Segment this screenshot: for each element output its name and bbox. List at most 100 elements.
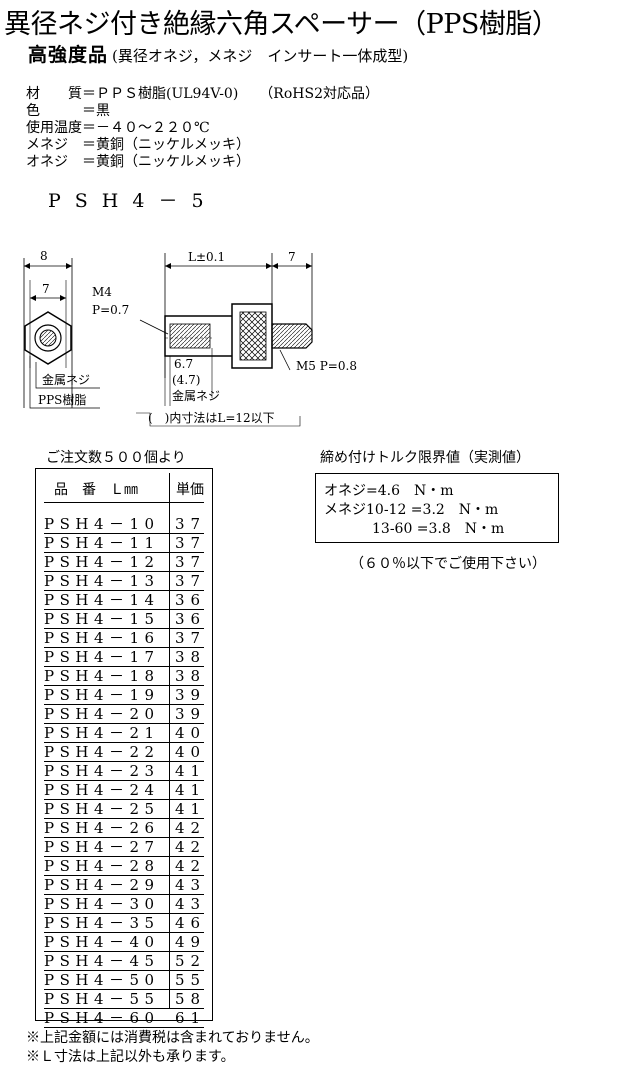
part-number: PSH4－11 <box>44 534 160 552</box>
unit-price: 49 <box>175 933 207 951</box>
technical-drawing: 8 7 金属ネジ PPS樹脂 L±0.1 7 M4 P=0.7 6.7 (4.7… <box>23 249 357 427</box>
table-row: PSH4－13 37 <box>44 572 204 591</box>
unit-price: 37 <box>175 572 207 590</box>
unit-price: 41 <box>175 762 207 780</box>
unit-price: 55 <box>175 971 207 989</box>
col-header-price: 単価 <box>176 482 204 498</box>
table-row: PSH4－11 37 <box>44 534 204 553</box>
column-divider <box>169 473 170 1008</box>
part-number: PSH4－18 <box>44 667 160 685</box>
dim-L: L±0.1 <box>188 250 225 264</box>
dim-4-7: (4.7) <box>172 373 200 387</box>
table-row: PSH4－21 40 <box>44 724 204 743</box>
part-number: PSH4－45 <box>44 952 160 970</box>
part-number: PSH4－20 <box>44 705 160 723</box>
unit-price: 39 <box>175 686 207 704</box>
unit-price: 43 <box>175 876 207 894</box>
dim-8: 8 <box>40 249 48 263</box>
part-number: PSH4－13 <box>44 572 160 590</box>
table-row: PSH4－29 43 <box>44 876 204 895</box>
spec-male-thread: オネジ＝黄銅（ニッケルメッキ） <box>26 154 250 170</box>
part-number: PSH4－24 <box>44 781 160 799</box>
torque-usage-note: （６０％以下でご使用下さい） <box>350 556 546 572</box>
table-row: PSH4－40 49 <box>44 933 204 952</box>
unit-price: 42 <box>175 838 207 856</box>
unit-price: 41 <box>175 781 207 799</box>
unit-price: 41 <box>175 800 207 818</box>
torque-title: 締め付けトルク限界値（実測値） <box>320 450 530 466</box>
spacer-side-view <box>136 253 313 427</box>
part-number: PSH4－21 <box>44 724 160 742</box>
header-divider <box>44 502 204 503</box>
part-number: PSH4－19 <box>44 686 160 704</box>
unit-price: 42 <box>175 857 207 875</box>
part-number: PSH4－27 <box>44 838 160 856</box>
table-row: PSH4－15 36 <box>44 610 204 629</box>
note-tax: ※上記金額には消費税は含まれておりません。 <box>26 1030 319 1046</box>
note-custom-length: ※Ｌ寸法は上記以外も承ります。 <box>26 1049 235 1065</box>
table-row: PSH4－10 37 <box>44 515 204 534</box>
dim-7-hex: 7 <box>42 282 50 296</box>
unit-price: 42 <box>175 819 207 837</box>
part-number: PSH4－16 <box>44 629 160 647</box>
part-number: PSH4－15 <box>44 610 160 628</box>
part-number: PSH4－29 <box>44 876 160 894</box>
label-pitch-m4: P=0.7 <box>92 303 129 317</box>
part-number: PSH4－23 <box>44 762 160 780</box>
table-row: PSH4－45 52 <box>44 952 204 971</box>
table-row: PSH4－27 42 <box>44 838 204 857</box>
part-number: PSH4－50 <box>44 971 160 989</box>
subtitle: 高強度品(異径オネジ，メネジ インサート一体成型) <box>28 40 408 67</box>
label-pps: PPS樹脂 <box>38 392 86 407</box>
label-metal-thread-2: 金属ネジ <box>172 388 220 403</box>
table-row: PSH4－22 40 <box>44 743 204 762</box>
unit-price: 40 <box>175 743 207 761</box>
spec-female-thread: メネジ＝黄銅（ニッケルメッキ） <box>26 137 250 153</box>
unit-price: 40 <box>175 724 207 742</box>
label-m5: M5 P=0.8 <box>296 359 357 373</box>
subtitle-main: 高強度品 <box>28 44 109 66</box>
table-row: PSH4－18 38 <box>44 667 204 686</box>
part-number: PSH4－40 <box>44 933 160 951</box>
order-quantity-title: ご注文数５００個より <box>46 450 186 466</box>
table-row: PSH4－23 41 <box>44 762 204 781</box>
col-header-part: 品 番 Ｌ㎜ <box>54 482 138 498</box>
model-number: PSH4－5 <box>48 190 218 212</box>
part-number: PSH4－22 <box>44 743 160 761</box>
table-row: PSH4－28 42 <box>44 857 204 876</box>
unit-price: 43 <box>175 895 207 913</box>
label-metal-thread: 金属ネジ <box>42 372 90 387</box>
unit-price: 37 <box>175 534 207 552</box>
part-number: PSH4－28 <box>44 857 160 875</box>
torque-male: オネジ=4.6 N・m <box>324 483 454 499</box>
torque-female-13-60: 13-60 =3.8 N・m <box>372 521 505 537</box>
part-number: PSH4－12 <box>44 553 160 571</box>
dim-7-thread: 7 <box>288 250 296 264</box>
unit-price: 39 <box>175 705 207 723</box>
part-number: PSH4－10 <box>44 515 160 533</box>
unit-price: 36 <box>175 591 207 609</box>
dim-6-7: 6.7 <box>174 357 193 371</box>
torque-female-10-12: メネジ10-12 =3.2 N・m <box>324 502 499 518</box>
inner-dim-note: ( )内寸法はL=12以下 <box>148 411 275 425</box>
unit-price: 36 <box>175 610 207 628</box>
unit-price: 37 <box>175 515 207 533</box>
table-row: PSH4－20 39 <box>44 705 204 724</box>
label-m4: M4 <box>92 285 112 299</box>
table-row: PSH4－19 39 <box>44 686 204 705</box>
part-number: PSH4－14 <box>44 591 160 609</box>
unit-price: 52 <box>175 952 207 970</box>
part-number: PSH4－35 <box>44 914 160 932</box>
unit-price: 38 <box>175 667 207 685</box>
unit-price: 38 <box>175 648 207 666</box>
